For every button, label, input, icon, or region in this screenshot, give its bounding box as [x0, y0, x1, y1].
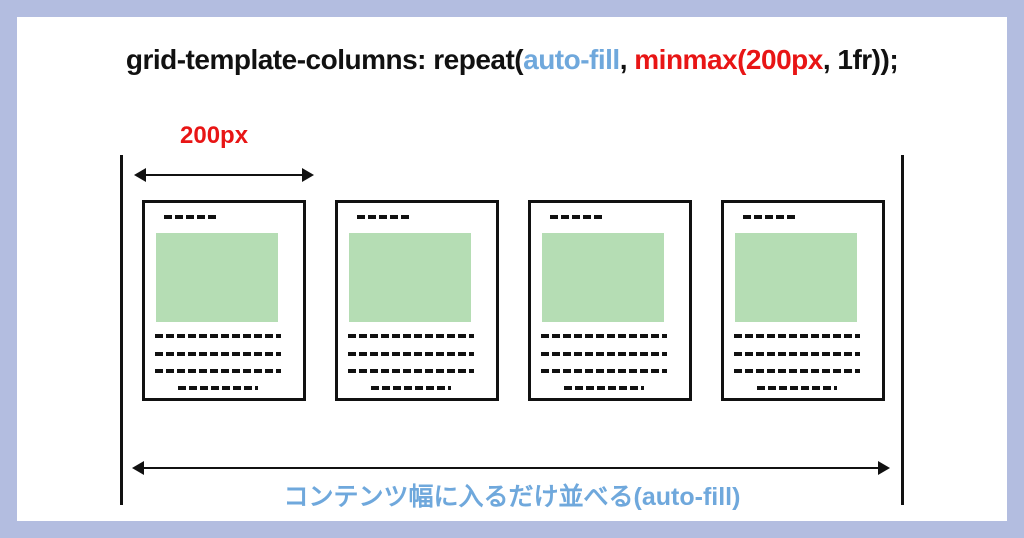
card-image-placeholder: [349, 233, 471, 322]
card-text-line: [178, 386, 258, 390]
card-text-line: [348, 369, 474, 373]
grid-card: [528, 200, 692, 401]
container-right-edge: [901, 155, 904, 505]
card-image-placeholder: [156, 233, 278, 322]
grid-card: [335, 200, 499, 401]
code-comma: ,: [619, 44, 635, 75]
card-text-line: [155, 352, 281, 356]
container-width-arrow: [132, 461, 890, 475]
card-text-line: [734, 334, 860, 338]
card-text-line: [734, 369, 860, 373]
card-image-placeholder: [735, 233, 857, 322]
card-title-placeholder: [357, 215, 412, 219]
card-text-line: [757, 386, 837, 390]
container-left-edge: [120, 155, 123, 505]
card-text-line: [155, 334, 281, 338]
card-text-line: [564, 386, 644, 390]
card-text-line: [348, 352, 474, 356]
code-suffix: , 1fr));: [822, 44, 899, 75]
card-title-placeholder: [743, 215, 798, 219]
grid-card: [142, 200, 306, 401]
container-width-label: コンテンツ幅に入るだけ並べる(auto-fill): [283, 483, 741, 511]
code-auto-fill: auto-fill: [523, 44, 620, 75]
card-text-line: [541, 334, 667, 338]
card-text-line: [734, 352, 860, 356]
card-text-line: [541, 352, 667, 356]
code-minmax: minmax(200px: [634, 44, 823, 75]
css-code-line: grid-template-columns: repeat(auto-fill,…: [0, 44, 1024, 76]
card-image-placeholder: [542, 233, 664, 322]
code-prefix: grid-template-columns: repeat(: [125, 44, 524, 75]
grid-card: [721, 200, 885, 401]
column-width-label: 200px: [180, 122, 249, 149]
card-text-line: [371, 386, 451, 390]
card-title-placeholder: [550, 215, 605, 219]
card-text-line: [348, 334, 474, 338]
card-text-line: [155, 369, 281, 373]
card-text-line: [541, 369, 667, 373]
column-width-arrow: [134, 168, 314, 182]
card-title-placeholder: [164, 215, 219, 219]
